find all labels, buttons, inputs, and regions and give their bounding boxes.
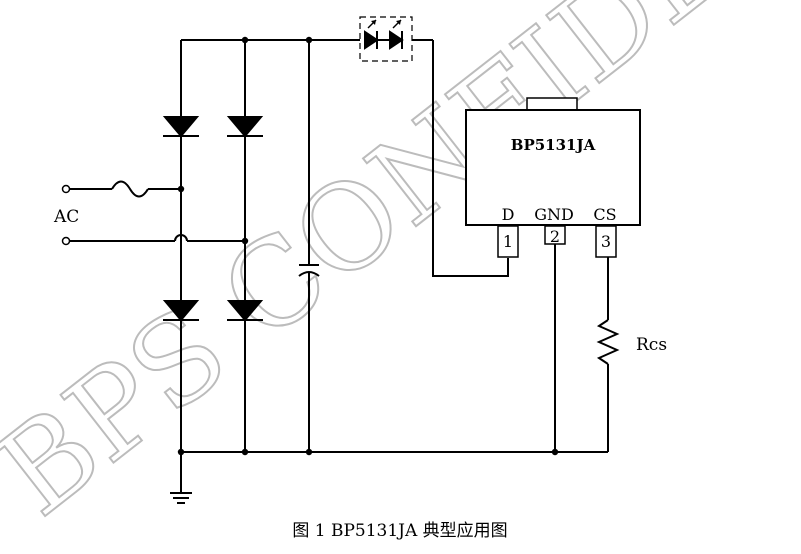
bridge-diode-top-left [162,116,200,138]
pin-2-number: 2 [550,227,560,246]
bridge-diode-bottom-right [226,300,264,322]
rcs-label: Rcs [636,335,667,355]
pin-d-label: D [502,205,515,224]
rcs-resistor [596,257,620,452]
ac-input [61,180,245,246]
led-1 [364,30,379,50]
pin-3-box [595,225,617,258]
led-string [359,16,413,62]
fuse-symbol [111,180,149,198]
pin-1-box [497,225,519,258]
bridge-diode-top-right [226,116,264,138]
filter-capacitor [298,40,320,452]
ic-bp5131ja: BP5131JA D GND CS 1 2 3 [465,97,641,258]
wire-led-to-drain [432,40,509,277]
figure-caption: 图 1 BP5131JA 典型应用图 [292,521,507,541]
led-dashed-box [359,16,413,62]
ground-icon [170,452,192,504]
ic-body [465,109,641,226]
bridge-diode-bottom-left [162,300,200,322]
bridge-left-column [162,40,200,452]
ac-terminal-top [61,184,71,194]
ic-heatsink-tab [526,97,578,111]
ic-name: BP5131JA [511,136,596,154]
pin-cs-label: CS [593,205,616,224]
pin-gnd-label: GND [534,205,574,224]
wire-crossover [174,234,188,242]
pin-1-number: 1 [503,232,513,251]
led-2 [389,30,404,50]
pin-3-number: 3 [601,232,611,251]
ac-terminal-bottom [61,236,71,246]
junction-dots [177,36,559,456]
bridge-right-column [226,40,264,452]
ac-label: AC [53,207,79,227]
